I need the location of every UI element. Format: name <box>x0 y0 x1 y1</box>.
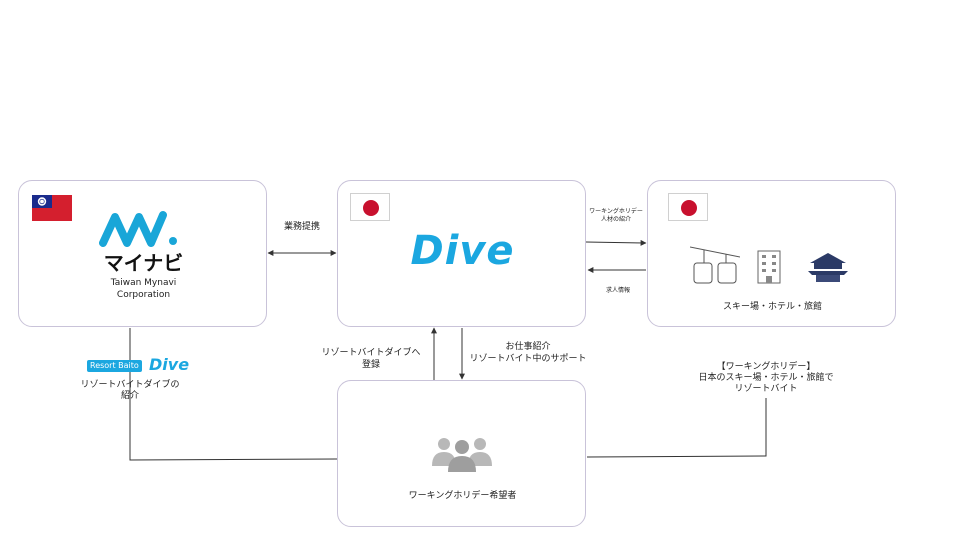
applicants-label: ワーキングホリデー希望者 <box>408 491 517 501</box>
dive-node: Dive <box>337 180 586 327</box>
job-info-label: 求人情報 <box>605 287 630 294</box>
mynavi-logo-mark-icon <box>99 211 177 247</box>
wh-label-3: リゾートバイト <box>734 384 798 394</box>
japanese-inn-icon <box>808 253 848 282</box>
dive-logo: Dive <box>410 228 515 274</box>
japan-flag-icon <box>668 193 708 221</box>
ski-gondola-icon <box>690 246 740 284</box>
talent-intro-arrow <box>585 239 647 246</box>
mynavi-applicant-line <box>129 328 338 461</box>
talent-intro-label-2: 人材の紹介 <box>600 216 631 223</box>
resorts-node: スキー場・ホテル・旅館 <box>647 180 896 327</box>
resort-baito-dive-text: Dive <box>149 355 190 374</box>
mynavi-node: マイナビ Taiwan Mynavi Corporation <box>18 180 267 327</box>
dive-intro-label-1: リゾートバイトダイブの <box>80 380 180 390</box>
resorts-label: スキー場・ホテル・旅館 <box>722 302 822 312</box>
hotel-building-icon <box>757 250 781 284</box>
japan-flag-icon <box>350 193 390 221</box>
taiwan-flag-icon <box>32 195 72 221</box>
resort-baito-dive-logo: Resort Baito Dive <box>87 355 191 374</box>
register-label-2: 登録 <box>361 360 380 370</box>
applicants-node: ワーキングホリデー希望者 <box>337 380 586 527</box>
wh-label-2: 日本のスキー場・ホテル・旅館で <box>698 373 834 383</box>
partnership-label: 業務提携 <box>283 222 320 232</box>
mynavi-name-line2: Corporation <box>116 290 171 300</box>
job-intro-label-1: お仕事紹介 <box>505 342 551 352</box>
resort-baito-badge: Resort Baito <box>87 360 142 372</box>
dive-intro-label-2: 紹介 <box>120 391 139 401</box>
resort-applicant-line <box>586 398 767 458</box>
mynavi-brand-text: マイナビ <box>103 251 184 275</box>
wh-label-1: 【ワーキングホリデー】 <box>716 362 816 372</box>
people-group-icon <box>432 438 492 472</box>
job-intro-label-2: リゾートバイト中のサポート <box>469 354 587 364</box>
mynavi-name-line1: Taiwan Mynavi <box>110 278 177 288</box>
talent-intro-label-1: ワーキングホリデー <box>589 208 643 215</box>
register-label-1: リゾートバイトダイブへ <box>321 348 421 358</box>
